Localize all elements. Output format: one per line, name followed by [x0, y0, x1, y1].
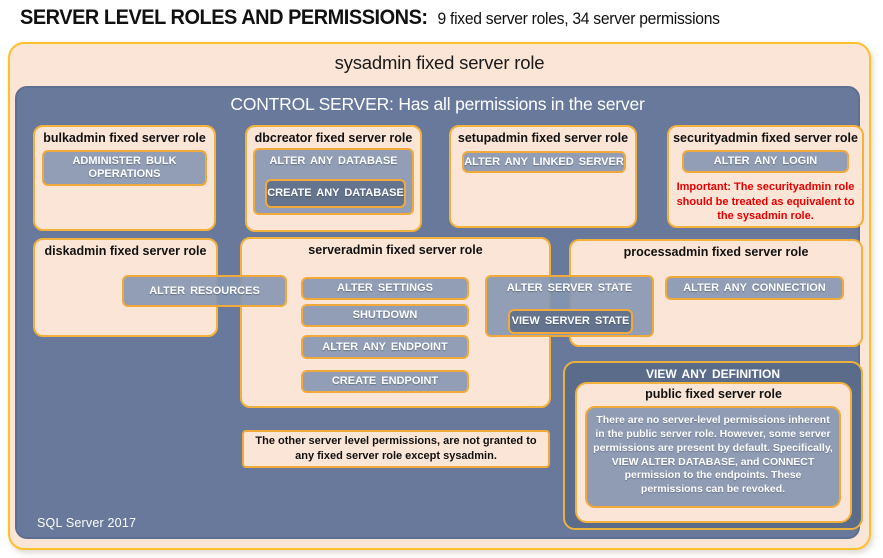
dbcreator-role-title: dbcreator fixed server role [254, 131, 413, 145]
permission-alter-server-state-label: ALTER SERVER STATE [506, 282, 633, 294]
view-any-definition-box: VIEW ANY DEFINITION public fixed server … [563, 361, 863, 530]
control-server-panel: CONTROL SERVER: Has all permissions in t… [15, 86, 864, 539]
page-title: SERVER LEVEL ROLES AND PERMISSIONS: 9 fi… [20, 6, 720, 30]
permission-alter-any-login: ALTER ANY LOGIN [682, 150, 849, 173]
permission-create-endpoint: CREATE ENDPOINT [301, 370, 469, 393]
sysadmin-role-title: sysadmin fixed server role [334, 52, 545, 73]
permission-alter-any-database-label: ALTER ANY DATABASE [269, 155, 398, 167]
sysadmin-role-box: sysadmin fixed server role CONTROL SERVE… [8, 42, 871, 550]
sql-server-version-label: SQL Server 2017 [37, 516, 137, 530]
permission-alter-settings: ALTER SETTINGS [301, 277, 469, 300]
public-role-box: public fixed server role There are no se… [575, 382, 852, 523]
securityadmin-warning-text: Important: The securityadmin role should… [676, 181, 855, 223]
other-permissions-note: The other server level permissions, are … [242, 430, 550, 468]
permission-alter-any-database: ALTER ANY DATABASE CREATE ANY DATABASE [253, 148, 414, 215]
diskadmin-role-box: diskadmin fixed server role ALTER RESOUR… [33, 238, 287, 337]
view-any-definition-label: VIEW ANY DEFINITION [645, 367, 780, 381]
permission-alter-any-connection: ALTER ANY CONNECTION [665, 276, 844, 300]
serveradmin-role-title: serveradmin fixed server role [308, 243, 483, 257]
bulkadmin-role-box: bulkadmin fixed server role ADMINISTER B… [33, 125, 216, 231]
permission-view-server-state: VIEW SERVER STATE [508, 309, 633, 334]
securityadmin-role-title: securityadmin fixed server role [673, 131, 858, 145]
control-server-title: CONTROL SERVER: Has all permissions in t… [230, 94, 645, 114]
serveradmin-role-box: serveradmin fixed server role ALTER SETT… [240, 237, 654, 408]
page-title-subtitle: 9 fixed server roles, 34 server permissi… [437, 10, 720, 28]
setupadmin-role-title: setupadmin fixed server role [457, 131, 629, 145]
securityadmin-role-box: securityadmin fixed server role ALTER AN… [667, 125, 864, 228]
permission-administer-bulk-operations: ADMINISTER BULK OPERATIONS [42, 150, 207, 186]
permission-alter-resources: ALTER RESOURCES [122, 275, 287, 307]
permission-alter-any-linked-server: ALTER ANY LINKED SERVER [462, 151, 626, 173]
diskadmin-role-title: diskadmin fixed server role [44, 244, 207, 258]
public-role-description: There are no server-level permissions in… [585, 406, 841, 508]
permission-alter-server-state: ALTER SERVER STATE VIEW SERVER STATE [485, 275, 654, 337]
processadmin-role-title: processadmin fixed server role [623, 245, 809, 259]
bulkadmin-role-title: bulkadmin fixed server role [43, 131, 206, 145]
permission-alter-any-endpoint: ALTER ANY ENDPOINT [301, 335, 469, 359]
public-role-title: public fixed server role [645, 387, 782, 401]
permission-create-any-database: CREATE ANY DATABASE [265, 179, 406, 208]
permission-shutdown: SHUTDOWN [301, 304, 469, 327]
setupadmin-role-box: setupadmin fixed server role ALTER ANY L… [449, 125, 637, 228]
dbcreator-role-box: dbcreator fixed server role ALTER ANY DA… [245, 125, 422, 232]
page-title-main: SERVER LEVEL ROLES AND PERMISSIONS: [20, 6, 428, 29]
